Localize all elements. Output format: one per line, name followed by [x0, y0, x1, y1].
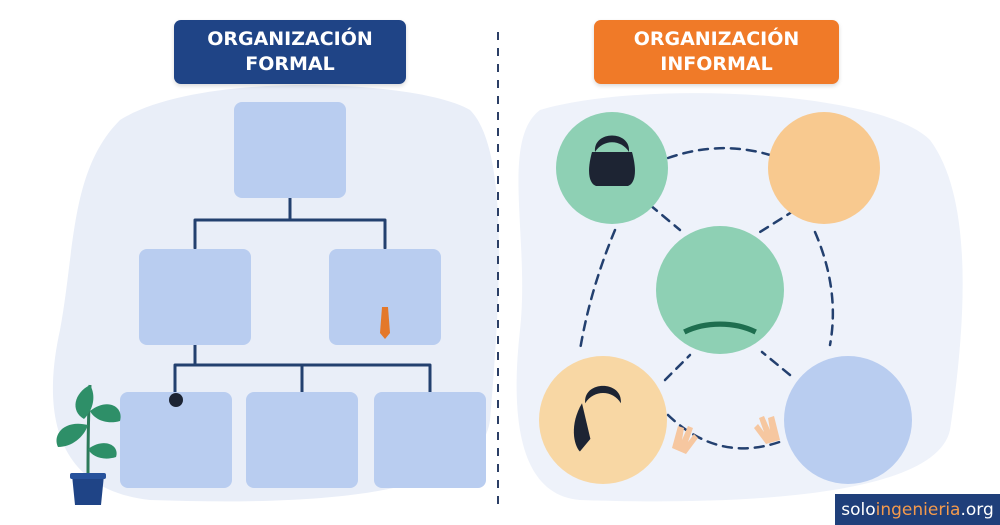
card-director — [234, 102, 346, 198]
informal-title: ORGANIZACIÓN INFORMAL — [594, 20, 839, 84]
formal-title-line1: ORGANIZACIÓN — [207, 28, 373, 50]
hierarchy-connectors — [173, 196, 432, 394]
circle-man-blue — [784, 356, 912, 484]
watermark-brand: ingenieria — [875, 499, 961, 520]
watermark-suffix: .org — [960, 499, 994, 520]
hand-gesture-right — [754, 416, 780, 444]
card-employee-1 — [120, 392, 232, 488]
formal-title: ORGANIZACIÓN FORMAL — [174, 20, 406, 84]
formal-title-line2: FORMAL — [245, 53, 335, 75]
hand-gesture-left — [672, 426, 698, 454]
circle-man-center — [656, 226, 784, 354]
plant-icon — [56, 384, 121, 505]
circle-man-orange — [768, 112, 880, 224]
circle-woman-green — [556, 112, 668, 224]
card-manager-right — [329, 249, 441, 345]
card-employee-2 — [246, 392, 358, 488]
watermark-prefix: solo — [841, 499, 876, 520]
informal-title-line1: ORGANIZACIÓN — [633, 28, 800, 50]
informal-connections — [578, 146, 835, 450]
card-manager-left — [139, 249, 251, 345]
card-employee-3 — [374, 392, 486, 488]
circle-woman-yellow — [539, 356, 667, 484]
informal-title-line2: INFORMAL — [660, 53, 773, 75]
